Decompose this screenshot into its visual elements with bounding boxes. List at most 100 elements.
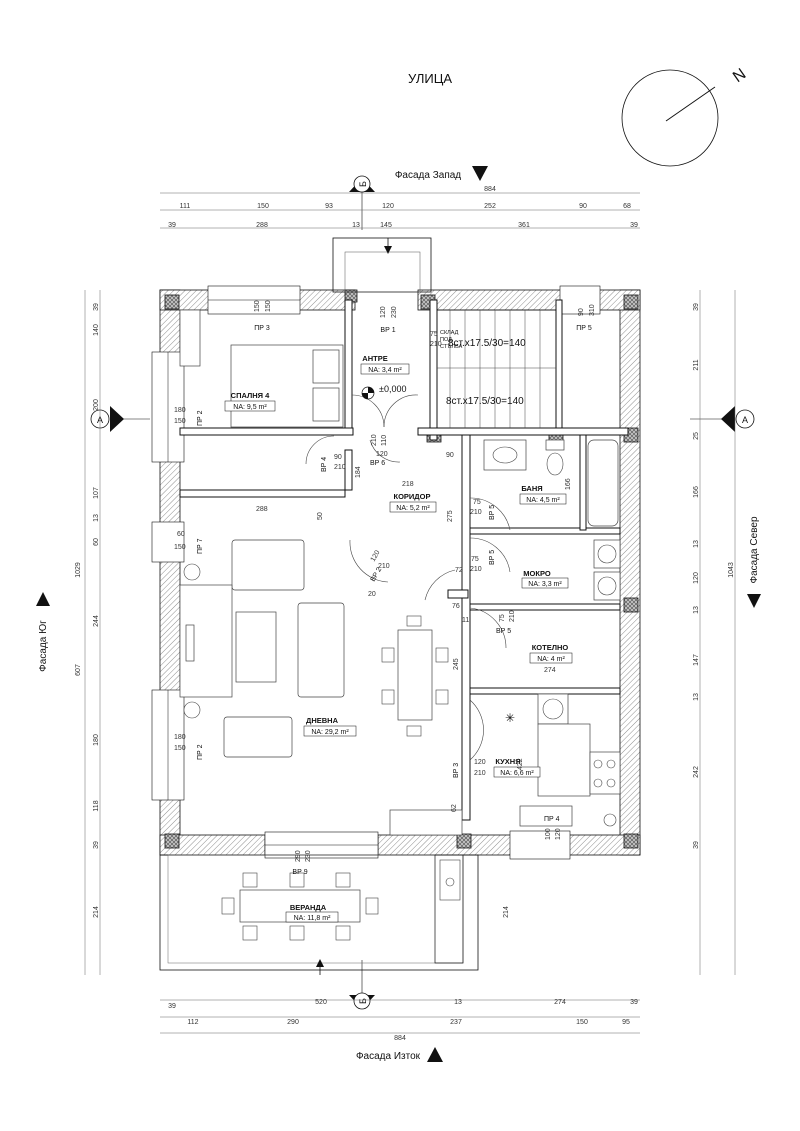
arrow-up-icon <box>316 959 324 967</box>
svg-text:166: 166 <box>565 478 572 490</box>
room-bedroom: СПАЛНЯ 4 NA: 9,5 m² <box>224 391 276 412</box>
svg-text:118: 118 <box>93 800 100 811</box>
svg-text:274: 274 <box>554 999 566 1006</box>
svg-text:150: 150 <box>174 544 186 551</box>
washer-icon <box>597 544 617 564</box>
svg-text:166: 166 <box>693 486 700 498</box>
svg-text:NA: 4,5 m²: NA: 4,5 m² <box>526 497 560 504</box>
svg-text:13: 13 <box>93 514 100 522</box>
veranda <box>159 854 479 975</box>
svg-text:200: 200 <box>93 399 100 411</box>
svg-text:75: 75 <box>499 614 506 622</box>
facade-south-marker: Фасада Юг <box>36 592 50 672</box>
svg-text:884: 884 <box>484 186 496 193</box>
svg-text:NA: 6,6 m²: NA: 6,6 m² <box>500 770 534 777</box>
svg-text:60: 60 <box>93 538 100 546</box>
svg-text:ПР 5: ПР 5 <box>576 325 592 332</box>
svg-text:СТЪЛБА: СТЪЛБА <box>440 344 463 350</box>
svg-text:ДНЕВНА: ДНЕВНА <box>306 716 339 725</box>
svg-text:150: 150 <box>174 745 186 752</box>
svg-text:274: 274 <box>544 667 556 674</box>
triangle-down-icon <box>472 166 488 181</box>
svg-text:11: 11 <box>462 617 469 624</box>
svg-text:NA: 9,5 m²: NA: 9,5 m² <box>233 404 267 411</box>
svg-text:13: 13 <box>693 540 700 548</box>
svg-text:180: 180 <box>174 734 186 741</box>
svg-text:275: 275 <box>447 510 454 522</box>
svg-text:147: 147 <box>693 654 700 666</box>
svg-text:NA: 4 m²: NA: 4 m² <box>537 656 565 663</box>
svg-text:607: 607 <box>75 664 82 676</box>
svg-text:230: 230 <box>305 850 312 862</box>
svg-text:NA: 5,2 m²: NA: 5,2 m² <box>396 505 430 512</box>
svg-text:150: 150 <box>576 1019 588 1026</box>
fixtures: ✳ <box>389 439 621 836</box>
svg-text:13: 13 <box>693 693 700 701</box>
svg-text:210: 210 <box>371 434 378 446</box>
facade-north-marker: Фасада Север <box>747 516 761 608</box>
svg-text:КУХНЯ: КУХНЯ <box>495 757 520 766</box>
svg-text:95: 95 <box>622 1019 630 1026</box>
room-bath: БАНЯ NA: 4,5 m² <box>519 484 567 505</box>
svg-text:252: 252 <box>484 203 496 210</box>
room-living: ДНЕВНА NA: 29,2 m² <box>303 716 357 737</box>
svg-text:90: 90 <box>334 454 342 461</box>
svg-text:290: 290 <box>287 1019 299 1026</box>
room-wet: МОКРО NA: 3,3 m² <box>521 569 569 589</box>
svg-text:75: 75 <box>430 331 438 338</box>
svg-text:310: 310 <box>589 304 596 316</box>
svg-text:288: 288 <box>256 506 268 513</box>
facade-west-marker: Фасада Запад <box>395 166 488 181</box>
svg-text:20: 20 <box>368 591 376 598</box>
svg-text:СКЛАД: СКЛАД <box>440 330 459 336</box>
svg-text:90: 90 <box>579 203 587 210</box>
svg-text:13: 13 <box>693 606 700 614</box>
svg-text:39: 39 <box>168 222 176 229</box>
entry-porch <box>332 237 432 293</box>
svg-text:1043: 1043 <box>728 562 735 578</box>
svg-text:245: 245 <box>453 658 460 670</box>
svg-text:180: 180 <box>93 734 100 746</box>
svg-text:214: 214 <box>503 906 510 918</box>
svg-text:ПОД: ПОД <box>440 337 452 343</box>
svg-text:100: 100 <box>545 828 552 840</box>
svg-text:ВР 3: ВР 3 <box>453 763 460 778</box>
svg-text:210: 210 <box>509 610 516 622</box>
triangle-left-icon <box>747 594 761 608</box>
svg-text:39: 39 <box>168 1003 176 1010</box>
room-boiler: КОТЕЛНО NA: 4 m² <box>529 643 573 664</box>
svg-text:39: 39 <box>93 841 100 849</box>
svg-text:СПАЛНЯ 4: СПАЛНЯ 4 <box>231 391 270 400</box>
svg-text:60: 60 <box>177 531 185 538</box>
svg-text:361: 361 <box>518 222 530 229</box>
room-entry: АНТРЕ NA: 3,4 m² <box>360 354 410 375</box>
svg-text:72: 72 <box>455 567 463 574</box>
svg-text:211: 211 <box>693 359 700 370</box>
bathtub-icon <box>587 439 619 527</box>
window-pr7 <box>151 521 185 563</box>
sink-icon <box>492 446 518 464</box>
svg-text:25: 25 <box>693 432 700 440</box>
svg-text:150: 150 <box>257 203 269 210</box>
svg-text:75: 75 <box>473 499 481 506</box>
svg-text:90: 90 <box>578 308 585 316</box>
svg-text:ПР 2: ПР 2 <box>197 410 204 426</box>
svg-text:КОРИДОР: КОРИДОР <box>394 492 431 501</box>
svg-text:76: 76 <box>452 603 460 610</box>
dimension-bottom: 39 520 13 274 39 112 290 237 150 95 884 <box>160 999 640 1042</box>
svg-text:ПР 4: ПР 4 <box>544 816 560 823</box>
stair-lower-label: 8ст.х17.5/30=140 <box>446 396 524 407</box>
svg-text:62: 62 <box>451 804 458 812</box>
svg-text:884: 884 <box>394 1035 406 1042</box>
dimension-right: 39 211 25 166 13 120 13 147 13 242 39 10… <box>503 290 736 975</box>
svg-text:120: 120 <box>376 451 388 458</box>
svg-text:39: 39 <box>630 222 638 229</box>
svg-text:39: 39 <box>693 303 700 311</box>
svg-text:ВР 5: ВР 5 <box>496 628 511 635</box>
svg-text:13: 13 <box>352 222 360 229</box>
stair-upper-label: 8ст.х17.5/30=140 <box>448 338 526 349</box>
svg-text:ВР 9: ВР 9 <box>292 869 307 876</box>
svg-text:150: 150 <box>254 300 261 312</box>
svg-text:120: 120 <box>555 828 562 840</box>
